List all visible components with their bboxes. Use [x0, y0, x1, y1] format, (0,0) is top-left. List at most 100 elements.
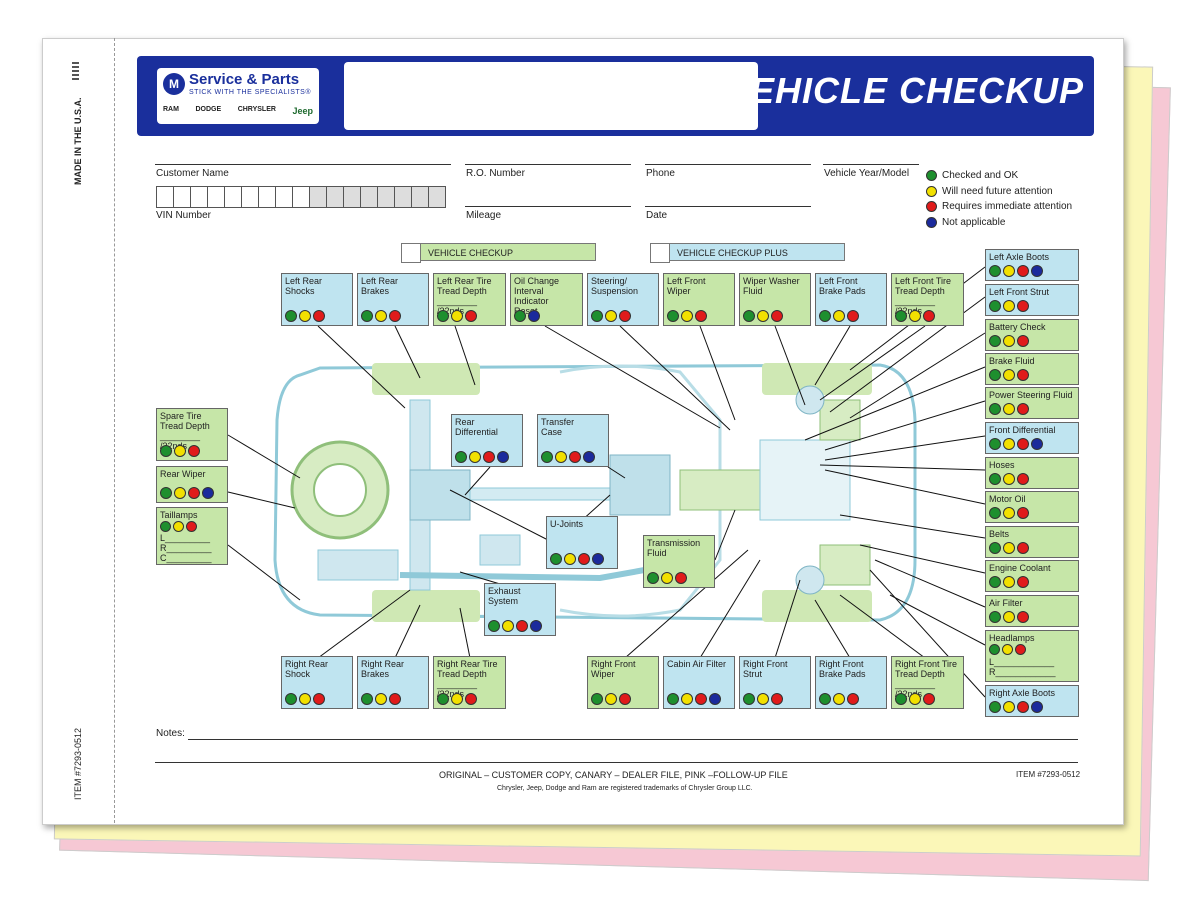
immediate-attention-dot-icon[interactable]	[1017, 701, 1029, 713]
immediate-attention-dot-icon[interactable]	[695, 693, 707, 705]
future-attention-dot-icon[interactable]	[681, 693, 693, 705]
ok-dot-icon[interactable]	[989, 473, 1001, 485]
future-attention-dot-icon[interactable]	[375, 310, 387, 322]
item-front-differential[interactable]: Front Differential	[985, 422, 1079, 454]
not-applicable-dot-icon[interactable]	[1031, 701, 1043, 713]
immediate-attention-dot-icon[interactable]	[569, 451, 581, 463]
immediate-attention-dot-icon[interactable]	[1017, 542, 1029, 554]
future-attention-dot-icon[interactable]	[174, 487, 186, 499]
immediate-attention-dot-icon[interactable]	[186, 521, 197, 532]
future-attention-dot-icon[interactable]	[681, 310, 693, 322]
ok-dot-icon[interactable]	[989, 644, 1000, 655]
not-applicable-dot-icon[interactable]	[202, 487, 214, 499]
item-power-steering-fluid[interactable]: Power Steering Fluid	[985, 387, 1079, 419]
immediate-attention-dot-icon[interactable]	[188, 445, 200, 457]
ok-dot-icon[interactable]	[591, 693, 603, 705]
future-attention-dot-icon[interactable]	[909, 693, 921, 705]
future-attention-dot-icon[interactable]	[1002, 644, 1013, 655]
ok-dot-icon[interactable]	[437, 310, 449, 322]
future-attention-dot-icon[interactable]	[1003, 300, 1015, 312]
immediate-attention-dot-icon[interactable]	[465, 310, 477, 322]
future-attention-dot-icon[interactable]	[1003, 701, 1015, 713]
future-attention-dot-icon[interactable]	[1003, 403, 1015, 415]
tab-vehicle-checkup[interactable]: VEHICLE CHECKUP	[401, 243, 596, 263]
date-line[interactable]	[645, 206, 811, 207]
future-attention-dot-icon[interactable]	[451, 310, 463, 322]
checkup-checkbox[interactable]	[401, 243, 421, 263]
immediate-attention-dot-icon[interactable]	[578, 553, 590, 565]
future-attention-dot-icon[interactable]	[299, 693, 311, 705]
dealer-info-box[interactable]	[344, 62, 758, 130]
ok-dot-icon[interactable]	[895, 310, 907, 322]
future-attention-dot-icon[interactable]	[1003, 369, 1015, 381]
immediate-attention-dot-icon[interactable]	[389, 310, 401, 322]
phone-line[interactable]	[645, 164, 811, 165]
ok-dot-icon[interactable]	[989, 335, 1001, 347]
ok-dot-icon[interactable]	[667, 310, 679, 322]
item-air-filter[interactable]: Air Filter	[985, 595, 1079, 627]
immediate-attention-dot-icon[interactable]	[923, 310, 935, 322]
not-applicable-dot-icon[interactable]	[583, 451, 595, 463]
immediate-attention-dot-icon[interactable]	[389, 693, 401, 705]
ok-dot-icon[interactable]	[591, 310, 603, 322]
immediate-attention-dot-icon[interactable]	[1015, 644, 1026, 655]
future-attention-dot-icon[interactable]	[451, 693, 463, 705]
immediate-attention-dot-icon[interactable]	[1017, 438, 1029, 450]
ok-dot-icon[interactable]	[989, 611, 1001, 623]
future-attention-dot-icon[interactable]	[1003, 438, 1015, 450]
ok-dot-icon[interactable]	[989, 265, 1001, 277]
immediate-attention-dot-icon[interactable]	[771, 693, 783, 705]
ok-dot-icon[interactable]	[989, 369, 1001, 381]
future-attention-dot-icon[interactable]	[1003, 265, 1015, 277]
ok-dot-icon[interactable]	[361, 310, 373, 322]
ok-dot-icon[interactable]	[743, 693, 755, 705]
item-headlamps[interactable]: Headlamps L____________ R____________	[985, 630, 1079, 682]
ok-dot-icon[interactable]	[989, 300, 1001, 312]
future-attention-dot-icon[interactable]	[909, 310, 921, 322]
future-attention-dot-icon[interactable]	[757, 310, 769, 322]
ok-dot-icon[interactable]	[895, 693, 907, 705]
checkup-plus-checkbox[interactable]	[650, 243, 670, 263]
immediate-attention-dot-icon[interactable]	[847, 693, 859, 705]
future-attention-dot-icon[interactable]	[833, 693, 845, 705]
tab-vehicle-checkup-plus[interactable]: VEHICLE CHECKUP PLUS	[650, 243, 845, 263]
item-battery-check[interactable]: Battery Check	[985, 319, 1079, 351]
immediate-attention-dot-icon[interactable]	[516, 620, 528, 632]
ok-dot-icon[interactable]	[160, 445, 172, 457]
future-attention-dot-icon[interactable]	[1003, 473, 1015, 485]
not-applicable-dot-icon[interactable]	[592, 553, 604, 565]
immediate-attention-dot-icon[interactable]	[188, 487, 200, 499]
future-attention-dot-icon[interactable]	[502, 620, 514, 632]
ok-dot-icon[interactable]	[514, 310, 526, 322]
not-applicable-dot-icon[interactable]	[528, 310, 540, 322]
item-engine-coolant[interactable]: Engine Coolant	[985, 560, 1079, 592]
immediate-attention-dot-icon[interactable]	[1017, 473, 1029, 485]
future-attention-dot-icon[interactable]	[469, 451, 481, 463]
ok-dot-icon[interactable]	[819, 310, 831, 322]
immediate-attention-dot-icon[interactable]	[483, 451, 495, 463]
item-steering-suspension[interactable]: Steering/Suspension	[587, 273, 659, 326]
ok-dot-icon[interactable]	[989, 542, 1001, 554]
item-right-axle-boots[interactable]: Right Axle Boots	[985, 685, 1079, 717]
immediate-attention-dot-icon[interactable]	[619, 693, 631, 705]
ok-dot-icon[interactable]	[285, 693, 297, 705]
future-attention-dot-icon[interactable]	[173, 521, 184, 532]
future-attention-dot-icon[interactable]	[555, 451, 567, 463]
future-attention-dot-icon[interactable]	[605, 310, 617, 322]
immediate-attention-dot-icon[interactable]	[847, 310, 859, 322]
immediate-attention-dot-icon[interactable]	[1017, 576, 1029, 588]
immediate-attention-dot-icon[interactable]	[619, 310, 631, 322]
immediate-attention-dot-icon[interactable]	[695, 310, 707, 322]
future-attention-dot-icon[interactable]	[299, 310, 311, 322]
